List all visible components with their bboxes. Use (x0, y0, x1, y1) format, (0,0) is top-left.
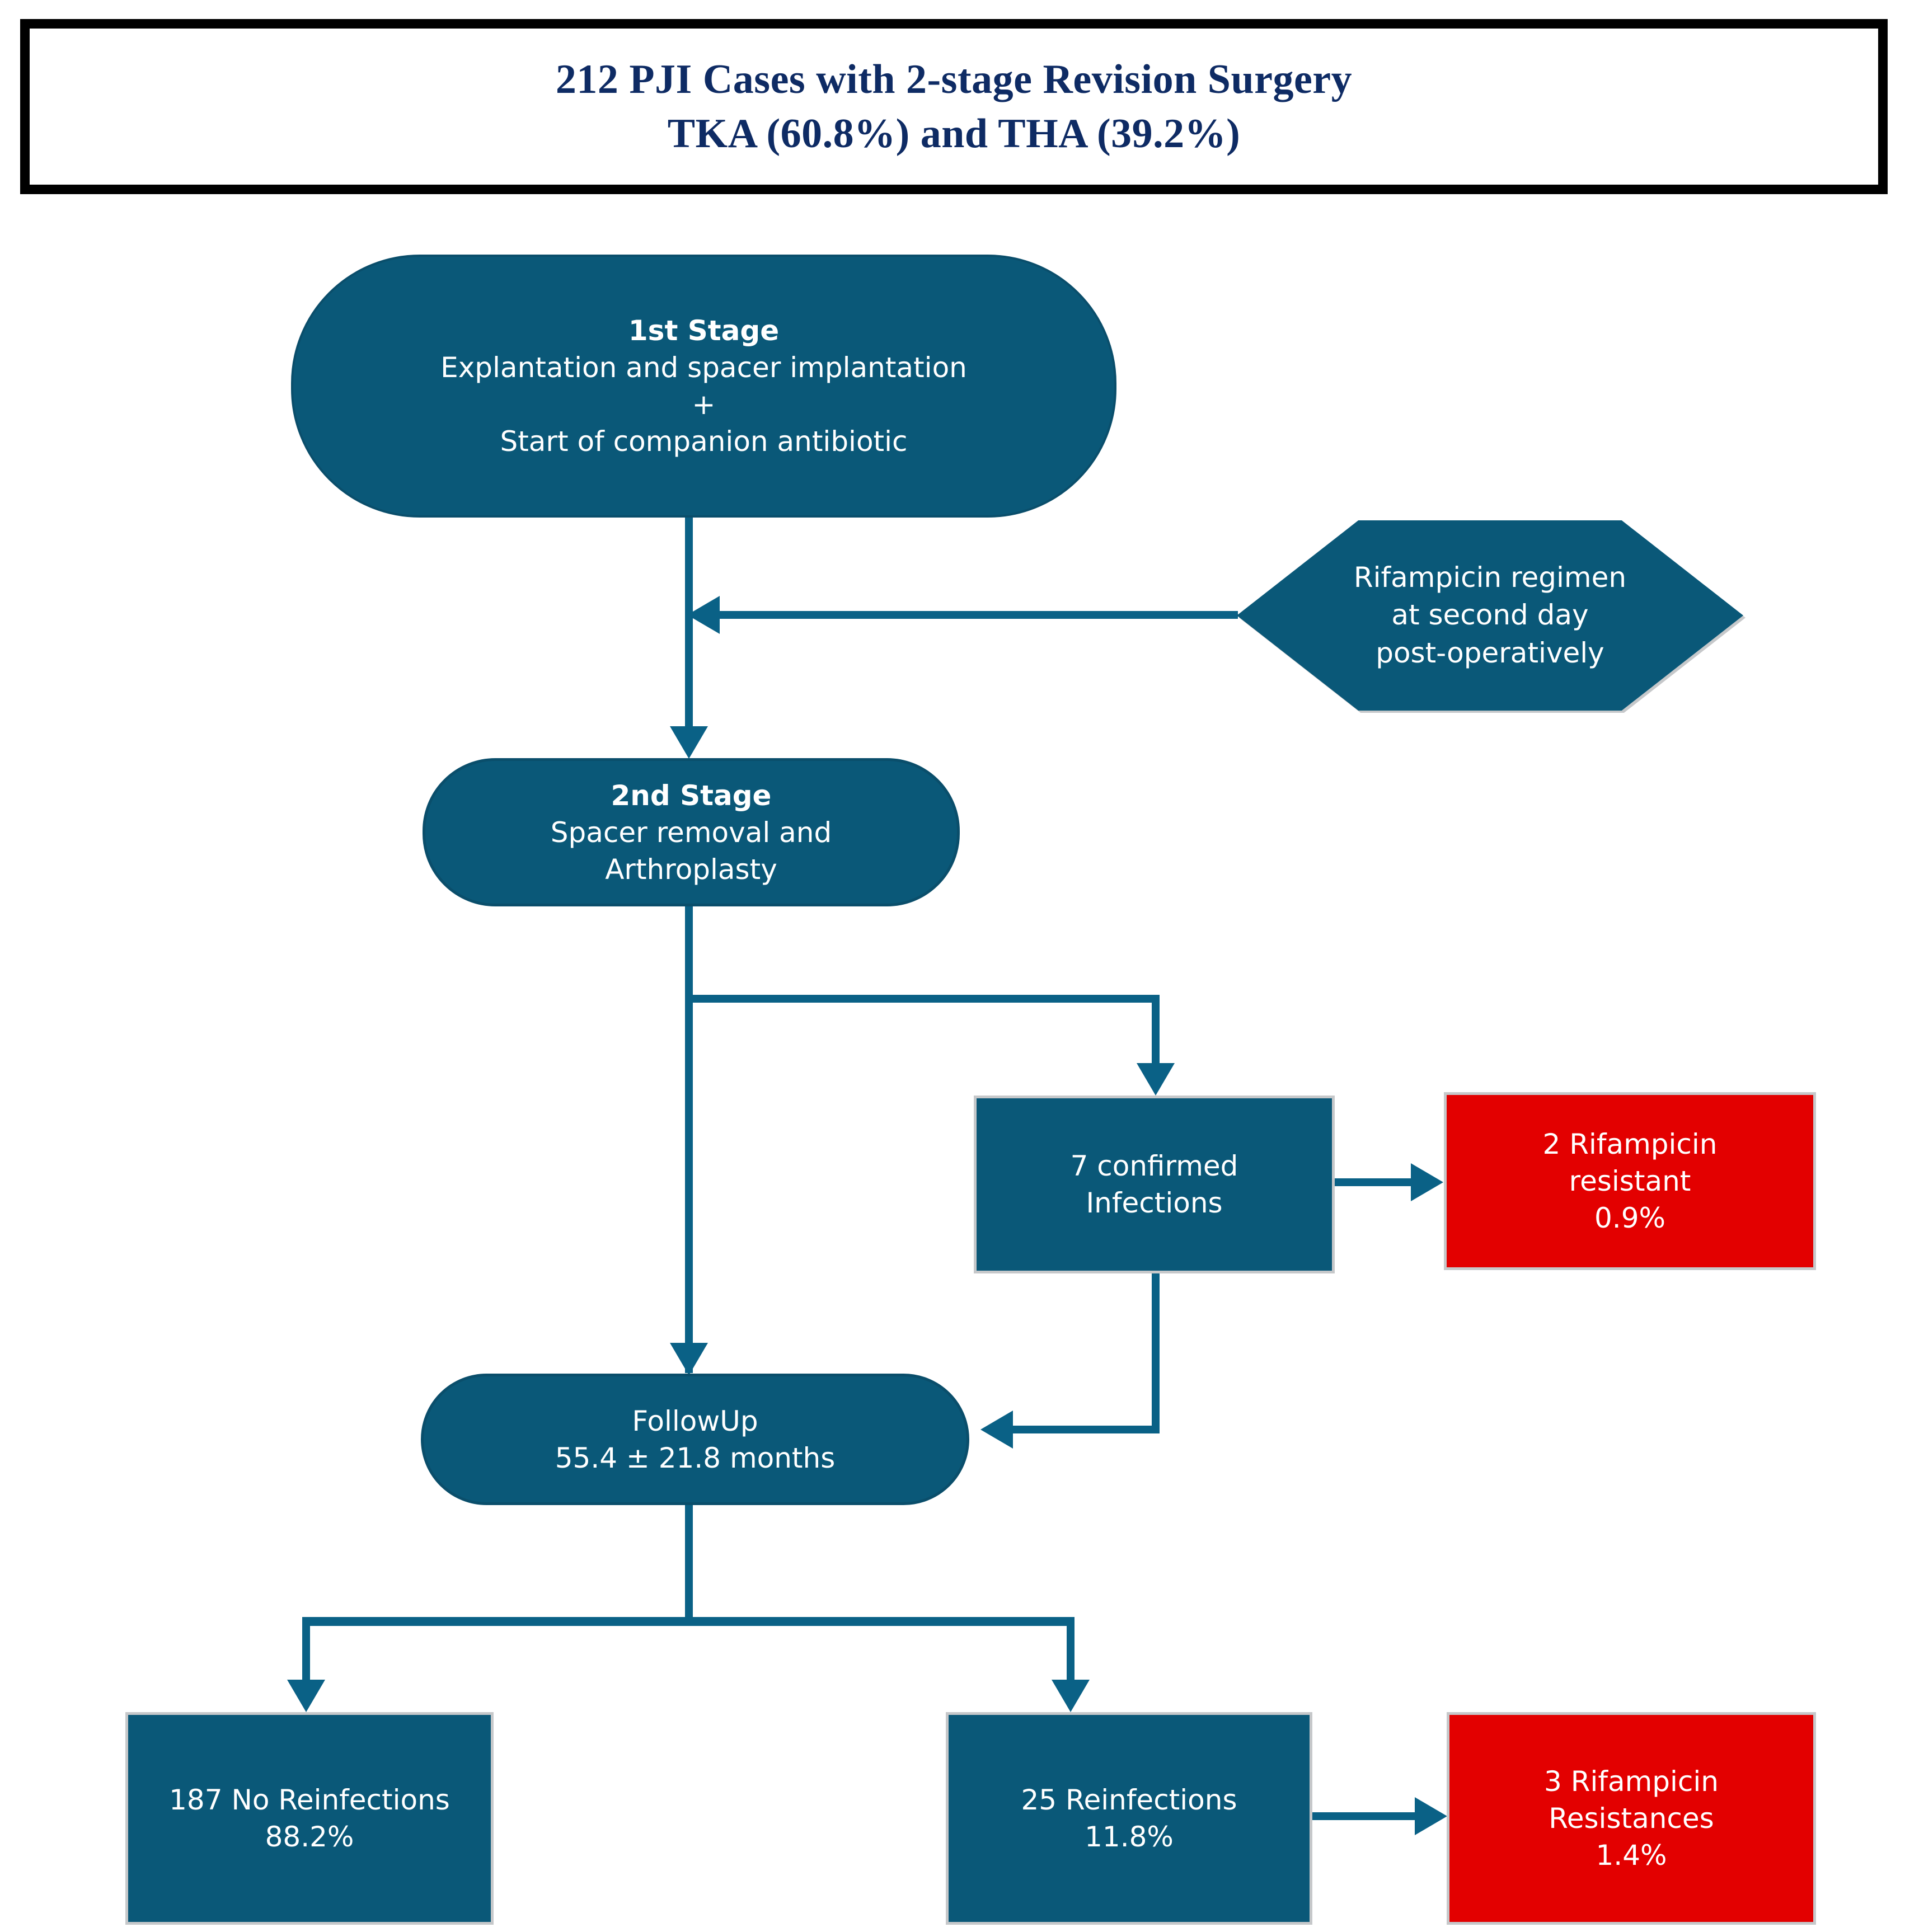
connector-followup-branch-left-vertical (302, 1617, 310, 1700)
arrow-followup-to-reinfections (1052, 1680, 1090, 1712)
stage1-line-4: Start of companion antibiotic (500, 425, 908, 458)
arrow-stage2-to-confirmed-infections (1137, 1063, 1175, 1096)
node-no-reinfections[interactable]: 187 No Reinfections 88.2% (125, 1712, 494, 1925)
resistant-2-line-1: 2 Rifampicin (1542, 1128, 1718, 1160)
connector-infections-to-resistant (1335, 1178, 1413, 1186)
regimen-line-2: at second day (1391, 599, 1589, 632)
no-reinfections-line-2: 88.2% (265, 1821, 354, 1853)
node-rifampicin-regimen[interactable]: Rifampicin regimen at second day post-op… (1237, 520, 1743, 711)
arrow-regimen-to-trunk (687, 596, 720, 634)
connector-reinfections-to-resistances (1312, 1812, 1420, 1820)
node-rifampicin-resistances-3[interactable]: 3 Rifampicin Resistances 1.4% (1447, 1712, 1816, 1925)
node-rifampicin-resistant-2[interactable]: 2 Rifampicin resistant 0.9% (1444, 1092, 1816, 1270)
node-stage-1[interactable]: 1st Stage Explantation and spacer implan… (291, 255, 1116, 518)
arrow-infections-to-resistant (1411, 1163, 1443, 1201)
title-line-1: 212 PJI Cases with 2-stage Revision Surg… (555, 57, 1353, 103)
resistant-2-line-2: resistant (1569, 1165, 1691, 1197)
page-title: 212 PJI Cases with 2-stage Revision Surg… (20, 19, 1888, 194)
connector-stage2-down (685, 905, 693, 1373)
node-followup[interactable]: FollowUp 55.4 ± 21.8 months (421, 1374, 969, 1505)
connector-followup-branch-horizontal (302, 1617, 1075, 1626)
reinfections-line-1: 25 Reinfections (1021, 1784, 1237, 1816)
arrow-stage2-to-followup (670, 1343, 708, 1375)
arrow-infections-to-followup (980, 1411, 1013, 1449)
connector-stage2-branch-horizontal (685, 995, 1160, 1003)
connector-followup-down (685, 1504, 693, 1624)
node-confirmed-infections[interactable]: 7 confirmed Infections (974, 1096, 1335, 1273)
connector-regimen-to-trunk (712, 611, 1238, 619)
connector-stage2-branch-vertical (1152, 995, 1160, 1068)
resistances-3-line-1: 3 Rifampicin (1544, 1765, 1719, 1798)
connector-followup-branch-right-vertical (1067, 1617, 1075, 1700)
stage2-heading: 2nd Stage (611, 779, 772, 812)
stage2-line-3: Arthroplasty (605, 853, 777, 886)
stage1-line-2: Explantation and spacer implantation (440, 351, 967, 384)
arrow-reinfections-to-resistances (1415, 1797, 1447, 1835)
confirmed-infections-line-1: 7 confirmed (1070, 1150, 1238, 1182)
regimen-line-3: post-operatively (1376, 636, 1604, 669)
no-reinfections-line-1: 187 No Reinfections (169, 1784, 450, 1816)
arrow-stage1-to-stage2 (670, 726, 708, 759)
connector-infections-to-followup-horizontal (1010, 1426, 1160, 1433)
stage1-line-3: + (692, 388, 716, 421)
node-reinfections[interactable]: 25 Reinfections 11.8% (946, 1712, 1312, 1925)
arrow-followup-to-no-reinfections (287, 1680, 325, 1712)
node-stage-2[interactable]: 2nd Stage Spacer removal and Arthroplast… (423, 758, 960, 906)
resistant-2-line-3: 0.9% (1594, 1202, 1666, 1234)
regimen-line-1: Rifampicin regimen (1353, 561, 1627, 594)
stage1-heading: 1st Stage (628, 314, 780, 347)
stage2-line-2: Spacer removal and (550, 816, 832, 849)
resistances-3-line-2: Resistances (1549, 1802, 1714, 1835)
followup-line-1: FollowUp (632, 1404, 758, 1437)
confirmed-infections-line-2: Infections (1086, 1187, 1223, 1219)
followup-line-2: 55.4 ± 21.8 months (555, 1441, 836, 1474)
title-line-2: TKA (60.8%) and THA (39.2%) (667, 110, 1241, 157)
resistances-3-line-3: 1.4% (1596, 1839, 1667, 1872)
connector-infections-down (1152, 1273, 1160, 1433)
reinfections-line-2: 11.8% (1085, 1821, 1174, 1853)
